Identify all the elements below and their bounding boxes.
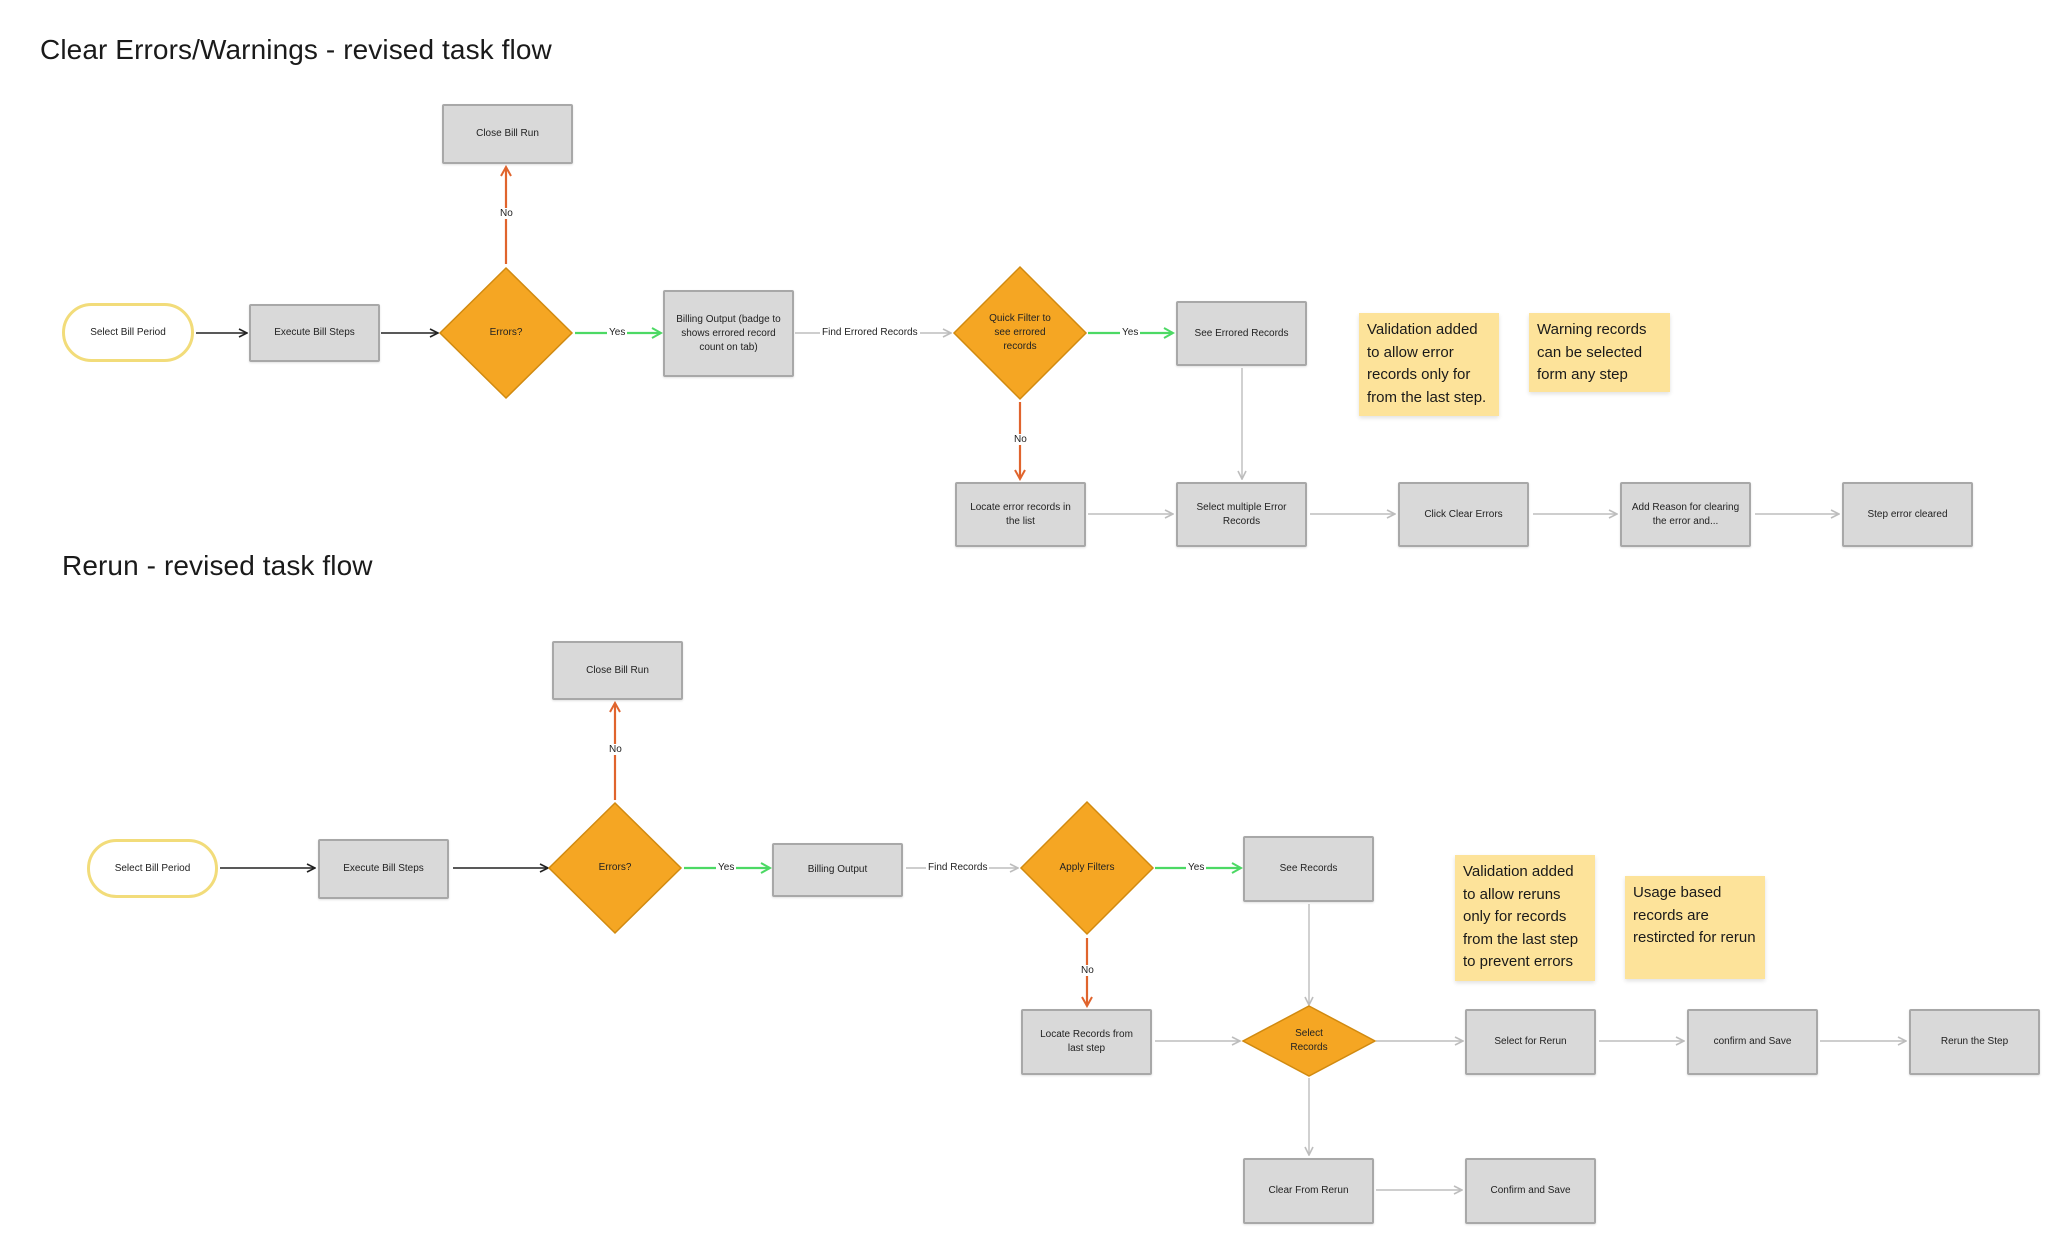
flow2-errors-decision-label[interactable]: Errors? <box>598 862 632 873</box>
flow1-yes-label-1: Yes <box>607 327 628 338</box>
select-records-decision-diamond <box>1241 1005 1377 1077</box>
flow2-yes-label-2: Yes <box>1186 862 1207 873</box>
flow1-sticky-note-warning: Warning records can be selected form any… <box>1529 313 1670 392</box>
apply-filters-decision-diamond <box>1019 800 1155 936</box>
flow1-no-label-1: No <box>498 208 515 219</box>
flow2-find-label: Find Records <box>926 862 990 873</box>
flow1-locate-errors-node[interactable]: Locate error records in the list <box>955 482 1086 547</box>
flow1-no-label-2: No <box>1012 434 1029 445</box>
flow2-locate-records-node[interactable]: Locate Records from last step <box>1021 1009 1152 1075</box>
flow1-find-label: Find Errored Records <box>820 327 920 338</box>
flow2-no-label-1: No <box>607 744 624 755</box>
flow2-billing-output-node[interactable]: Billing Output <box>772 843 903 897</box>
flow2-start-node[interactable]: Select Bill Period <box>87 839 218 898</box>
flow2-sticky-note-usage: Usage based records are restircted for r… <box>1625 876 1765 979</box>
flow1-execute-node[interactable]: Execute Bill Steps <box>249 304 380 362</box>
flow2-select-rerun-node[interactable]: Select for Rerun <box>1465 1009 1596 1075</box>
flow2-select-records-label[interactable]: Select Records <box>1290 1028 1328 1053</box>
flow2-apply-filters-label[interactable]: Apply Filters <box>1059 862 1115 873</box>
flow2-close-bill-run-node[interactable]: Close Bill Run <box>552 641 683 700</box>
flow1-billing-output-node[interactable]: Billing Output (badge to shows errored r… <box>663 290 794 377</box>
flow2-title: Rerun - revised task flow <box>62 550 373 581</box>
flow2-execute-node[interactable]: Execute Bill Steps <box>318 839 449 899</box>
flow2-clear-rerun-node[interactable]: Clear From Rerun <box>1243 1158 1374 1224</box>
flow2-confirm-save-2-node[interactable]: Confirm and Save <box>1465 1158 1596 1224</box>
flow1-quick-filter-label[interactable]: Quick Filter to see errored records <box>989 313 1051 352</box>
quickfilter-decision-diamond <box>952 265 1088 401</box>
flow2-sticky-note-validation: Validation added to allow reruns only fo… <box>1455 855 1595 981</box>
flow1-step-cleared-node[interactable]: Step error cleared <box>1842 482 1973 547</box>
errors-decision-diamond-1 <box>438 266 574 400</box>
flow2-no-label-2: No <box>1079 965 1096 976</box>
flow1-start-node[interactable]: Select Bill Period <box>62 303 194 362</box>
flow1-title: Clear Errors/Warnings - revised task flo… <box>40 34 552 65</box>
flow1-errors-decision-label[interactable]: Errors? <box>489 327 523 338</box>
flow1-close-bill-run-node[interactable]: Close Bill Run <box>442 104 573 164</box>
flow1-sticky-note-validation: Validation added to allow error records … <box>1359 313 1499 416</box>
flow2-see-records-node[interactable]: See Records <box>1243 836 1374 902</box>
flow1-see-errored-node[interactable]: See Errored Records <box>1176 301 1307 366</box>
flow2-rerun-step-node[interactable]: Rerun the Step <box>1909 1009 2040 1075</box>
flow1-click-clear-node[interactable]: Click Clear Errors <box>1398 482 1529 547</box>
flow1-yes-label-2: Yes <box>1120 327 1141 338</box>
errors-decision-diamond-2 <box>547 801 683 935</box>
flow1-select-multiple-node[interactable]: Select multiple Error Records <box>1176 482 1307 547</box>
flow2-yes-label-1: Yes <box>716 862 737 873</box>
flow1-add-reason-node[interactable]: Add Reason for clearing the error and... <box>1620 482 1751 547</box>
flow2-confirm-save-1-node[interactable]: confirm and Save <box>1687 1009 1818 1075</box>
